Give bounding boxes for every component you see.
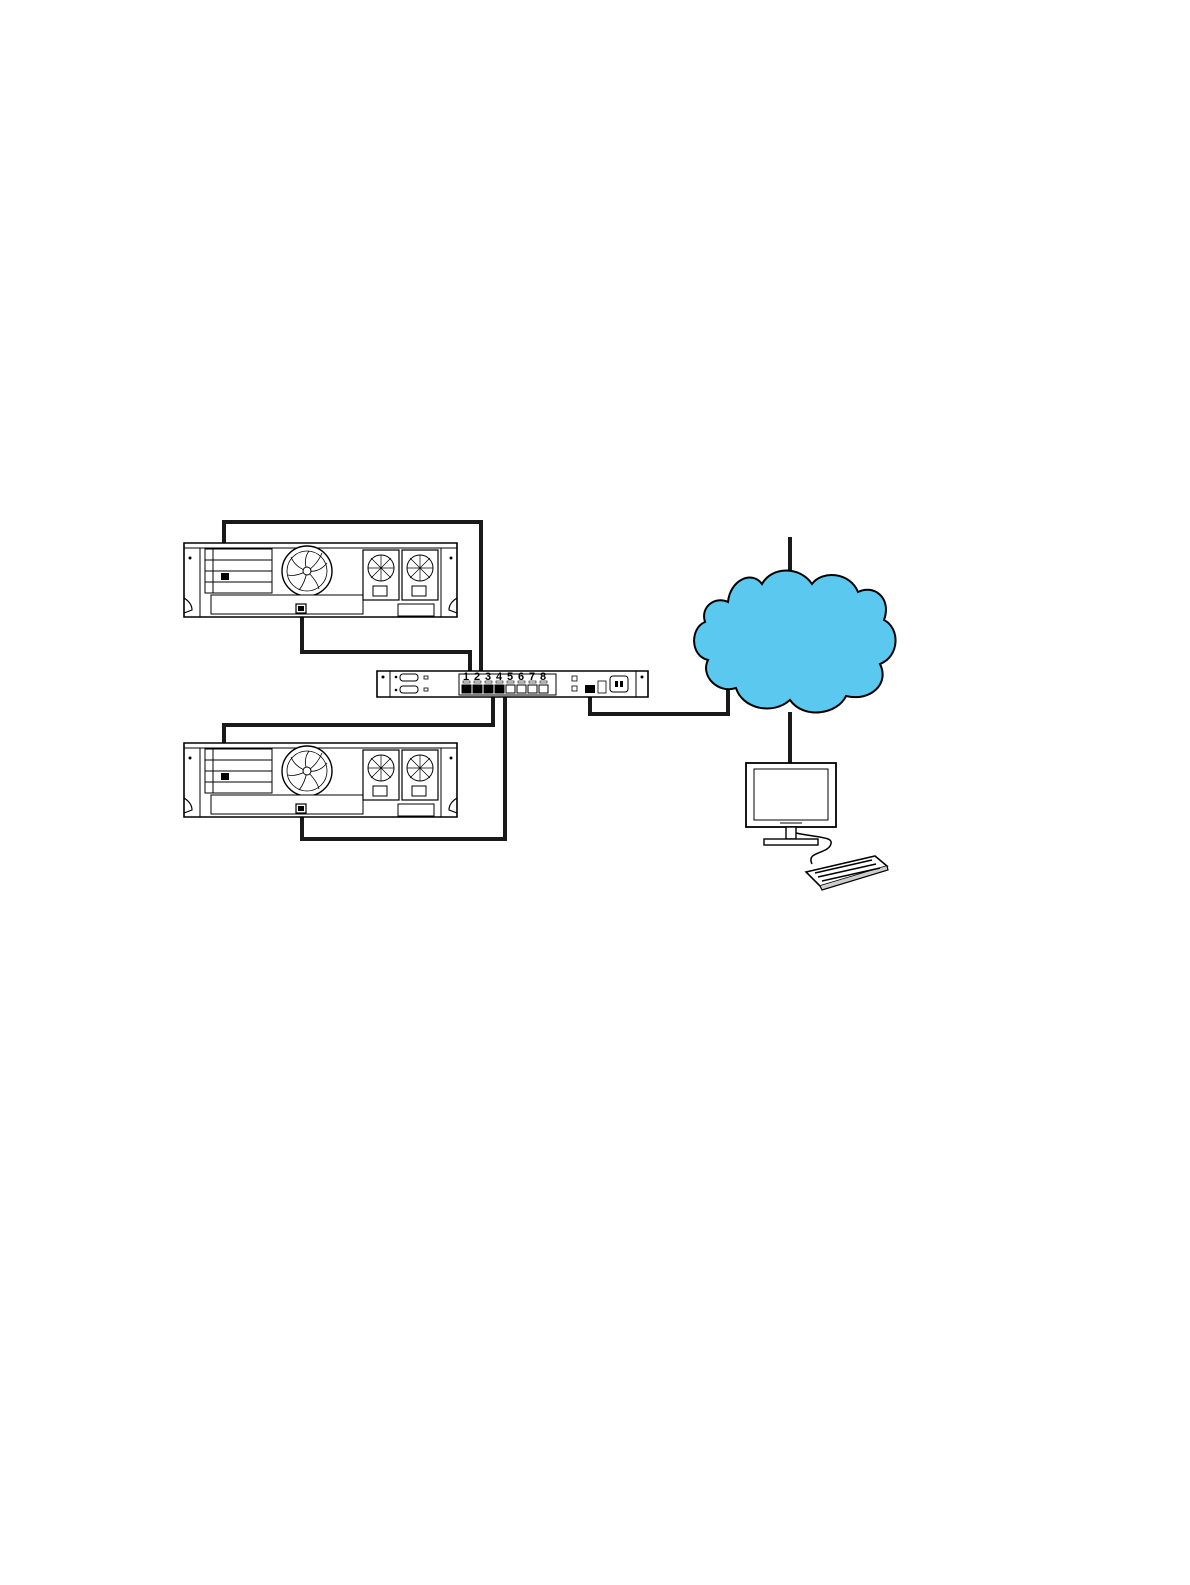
switch-port-3 xyxy=(484,685,493,693)
switch-port-2 xyxy=(473,685,482,693)
switch-port-label: 1 xyxy=(463,671,469,683)
switch-port-label: 6 xyxy=(518,671,524,683)
keyboard-icon xyxy=(806,856,888,890)
switch-port-6 xyxy=(517,685,526,693)
switch-port-8 xyxy=(539,685,548,693)
switch-port-4 xyxy=(495,685,504,693)
switch-port-label: 3 xyxy=(485,671,491,683)
switch-port-label: 8 xyxy=(540,671,546,683)
switch-port-label: 2 xyxy=(474,671,480,683)
switch-port-7 xyxy=(528,685,537,693)
switch-port-label: 5 xyxy=(507,671,513,683)
switch-port-5 xyxy=(506,685,515,693)
switch-port-label: 4 xyxy=(496,671,503,683)
network-cloud-icon xyxy=(694,571,895,713)
rack-server-icon xyxy=(184,743,457,817)
rack-server-icon xyxy=(184,543,457,617)
switch-port-label: 7 xyxy=(529,671,535,683)
switch-port-1 xyxy=(462,685,471,693)
monitor-icon xyxy=(746,763,836,864)
page-footer-strip xyxy=(0,1568,1190,1585)
